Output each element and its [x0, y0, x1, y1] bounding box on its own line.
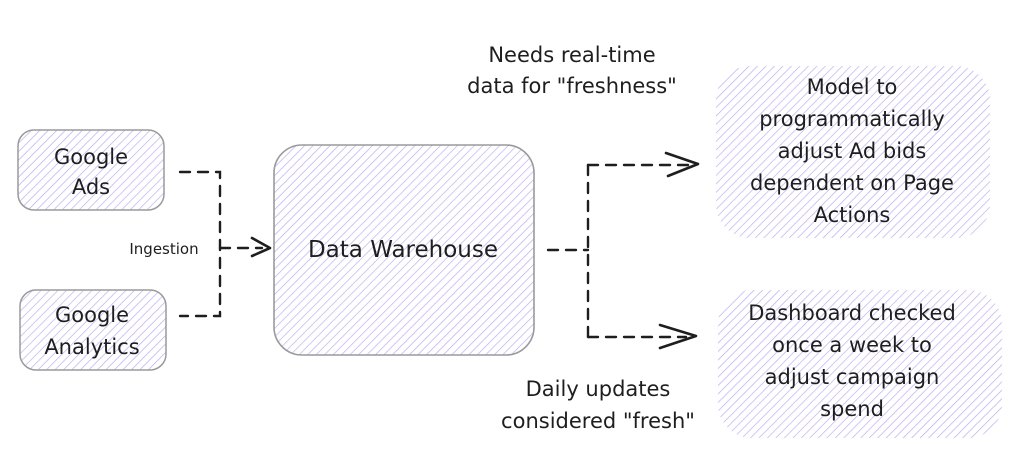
node-dashboard[interactable]: Dashboard checked once a week to adjust … — [718, 290, 1002, 438]
node-google-analytics-line-1: Google — [55, 303, 129, 327]
annotation-daily: Daily updates considered "fresh" — [501, 377, 695, 433]
node-google-analytics-box — [19, 289, 167, 371]
node-data-warehouse-label: Data Warehouse — [308, 237, 498, 263]
edge-label-ingestion: Ingestion — [129, 240, 198, 258]
node-google-ads-box — [17, 129, 165, 211]
annotation-realtime-line-2: data for "freshness" — [467, 74, 677, 98]
node-google-ads-line-1: Google — [54, 145, 128, 169]
node-google-analytics-line-2: Analytics — [44, 335, 139, 359]
annotation-daily-line-1: Daily updates — [526, 377, 671, 401]
node-dashboard-line-4: spend — [820, 397, 884, 421]
node-ad-bid-model-line-3: adjust Ad bids — [778, 139, 927, 163]
node-dashboard-box — [718, 290, 1002, 438]
node-ad-bid-model-line-2: programmatically — [759, 107, 945, 131]
arrow-head-icon — [658, 323, 698, 350]
node-google-ads-line-2: Ads — [72, 175, 110, 199]
annotation-daily-line-2: considered "fresh" — [501, 409, 695, 433]
node-ad-bid-model[interactable]: Model to programmatically adjust Ad bids… — [716, 66, 990, 238]
node-google-analytics[interactable]: Google Analytics — [19, 289, 167, 371]
node-ad-bid-model-line-4: dependent on Page — [750, 171, 954, 195]
node-ad-bid-model-line-1: Model to — [807, 75, 898, 99]
node-google-ads[interactable]: Google Ads — [17, 129, 165, 211]
node-dashboard-line-3: adjust campaign — [765, 365, 940, 389]
edge-sources-merge — [178, 170, 222, 318]
node-data-warehouse-box — [273, 144, 535, 356]
node-ad-bid-model-box — [716, 66, 990, 238]
node-dashboard-line-2: once a week to — [772, 333, 932, 357]
node-data-warehouse[interactable]: Data Warehouse — [273, 144, 535, 356]
ingestion-connector: Ingestion — [129, 170, 272, 318]
annotation-realtime-line-1: Needs real-time — [488, 43, 655, 67]
arrow-head-icon — [664, 151, 700, 178]
output-connector — [546, 151, 700, 350]
node-ad-bid-model-line-5: Actions — [814, 203, 891, 227]
arrow-head-icon — [250, 236, 272, 258]
node-dashboard-line-1: Dashboard checked — [748, 301, 956, 325]
annotation-realtime: Needs real-time data for "freshness" — [467, 43, 677, 98]
